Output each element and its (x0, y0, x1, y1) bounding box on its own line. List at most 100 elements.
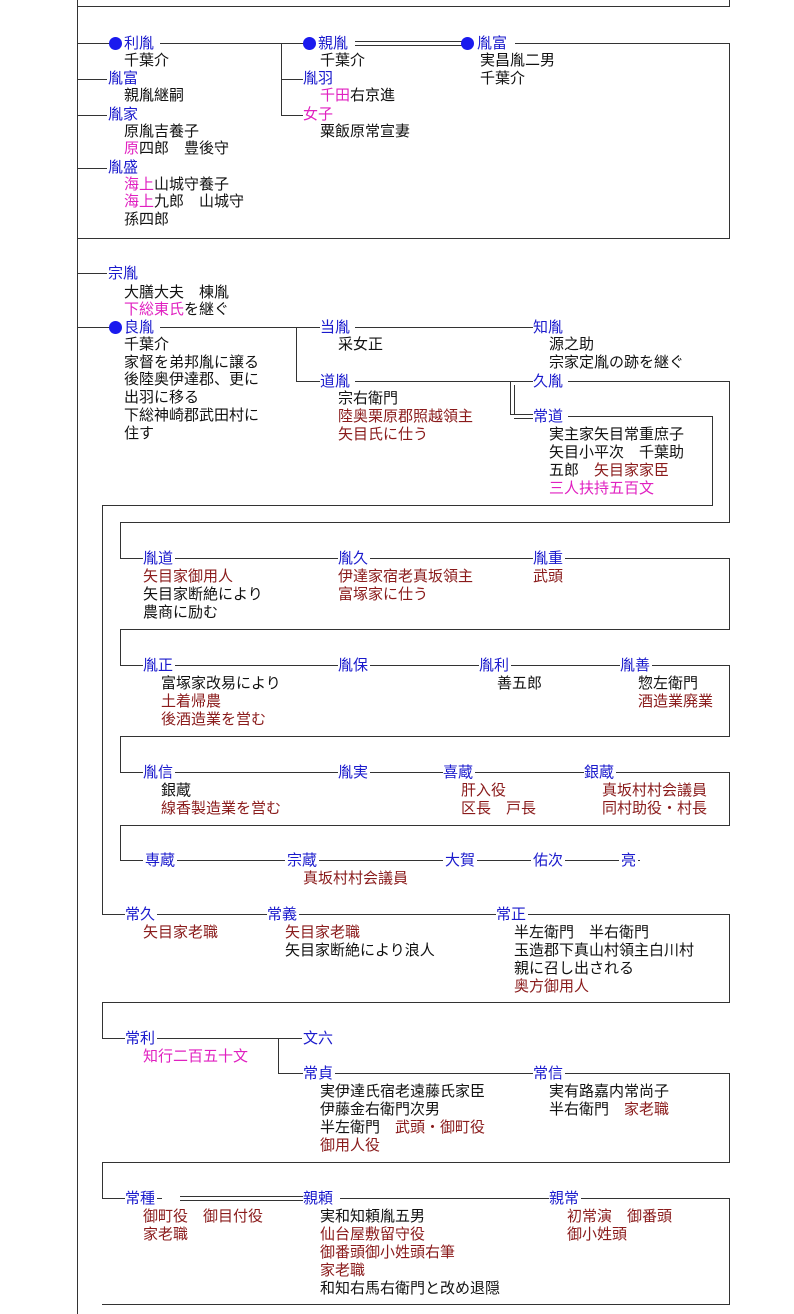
person-name: 宗胤 (108, 264, 141, 283)
person-name: 久胤 (533, 372, 566, 391)
person-note: 線香製造業を営む (161, 799, 282, 817)
person-name: 胤道 (143, 549, 176, 568)
connector-line (77, 79, 107, 80)
person-note: 後酒造業を営む (161, 710, 267, 728)
connector-line (568, 416, 713, 417)
person-note: 采女正 (338, 335, 384, 353)
person-name: 宗蔵 (285, 851, 320, 870)
person-note: 宗家定胤の跡を継ぐ (549, 353, 685, 371)
person-name: 佑次 (531, 851, 566, 870)
main-line-dot (303, 37, 316, 50)
connector-line (729, 772, 730, 826)
person-note: 御町役 御目付役 (143, 1207, 264, 1225)
connector-line (296, 381, 320, 382)
person-note: 初常演 御番頭 (567, 1207, 673, 1225)
person-name: 常利 (125, 1029, 158, 1048)
person-note: 矢目家断絶により浪人 (285, 941, 435, 959)
person-note: 原胤吉養子 (124, 122, 200, 140)
person-name: 喜蔵 (443, 763, 476, 782)
connector-line (355, 45, 462, 46)
person-note: 千葉介 (124, 335, 170, 353)
person-note: 矢目家老職 (285, 923, 361, 941)
person-note: 富塚家改易により (161, 674, 281, 692)
connector-line (180, 1196, 305, 1197)
person-note: 実昌胤二男 (480, 51, 556, 69)
person-note: 海上山城守養子 (124, 175, 230, 193)
person-name: 胤家 (108, 105, 141, 124)
person-name: 常種 (125, 1189, 158, 1208)
person-note: 千葉介 (320, 51, 366, 69)
main-line-dot (461, 37, 474, 50)
connector-line (510, 381, 511, 415)
connector-line (77, 115, 107, 116)
person-note: 親胤継嗣 (124, 86, 185, 104)
person-name: 女子 (303, 105, 336, 124)
person-note: 矢目家御用人 (143, 567, 234, 585)
connector-line (77, 273, 107, 274)
connector-line (77, 0, 78, 1314)
person-note: 玉造郡下真山村領主白川村 (514, 941, 695, 959)
connector-line (120, 665, 730, 666)
connector-line (120, 736, 730, 737)
connector-line (281, 79, 303, 80)
person-note: 御用人役 (320, 1136, 381, 1154)
person-note: 土着帰農 (161, 692, 222, 710)
person-note: 宗右衛門 (338, 389, 399, 407)
person-name: 銀蔵 (584, 763, 617, 782)
person-note: 真坂村村会議員 (303, 869, 409, 887)
connector-line (102, 1162, 103, 1199)
person-note: 海上九郎 山城守 (124, 192, 245, 210)
person-note: 奥方御用人 (514, 977, 590, 995)
person-name: 知胤 (533, 318, 566, 337)
person-note: 実伊達氏宿老遠藤氏家臣 (320, 1082, 486, 1100)
person-name: 胤盛 (108, 158, 141, 177)
person-note: 真坂村村会議員 (602, 781, 708, 799)
person-note: 矢目家老職 (143, 923, 219, 941)
connector-line (278, 1038, 279, 1074)
connector-line (510, 414, 533, 415)
connector-line (102, 505, 713, 506)
person-name: 専蔵 (143, 851, 178, 870)
connector-line (77, 6, 730, 7)
person-note: 矢目家断絶により (143, 585, 263, 603)
connector-line (729, 558, 730, 630)
person-name: 胤重 (533, 549, 566, 568)
person-name: 大賀 (443, 851, 478, 870)
connector-line (180, 1200, 305, 1201)
person-name: 胤保 (338, 656, 371, 675)
person-name: 常道 (533, 407, 566, 426)
person-name: 利胤 (124, 34, 157, 53)
connector-line (102, 1002, 730, 1003)
connector-line (514, 385, 515, 415)
connector-line (729, 914, 730, 1003)
person-note: 親に召し出される (514, 959, 635, 977)
connector-line (729, 0, 730, 7)
connector-line (102, 505, 103, 915)
person-name: 良胤 (124, 318, 157, 337)
person-note: 和知右馬右衛門と改め退隠 (320, 1279, 501, 1297)
person-name: 常信 (533, 1064, 566, 1083)
person-note: 伊藤金右衛門次男 (320, 1100, 441, 1118)
person-name: 親胤 (318, 34, 351, 53)
person-note: 善五郎 (497, 674, 543, 692)
person-name: 胤正 (143, 656, 176, 675)
connector-line (102, 914, 730, 915)
person-note: 大膳大夫 棟胤 (124, 283, 230, 301)
connector-line (278, 1073, 730, 1074)
person-note: 実主家矢目常重庶子 (549, 425, 685, 443)
person-note: 農商に励む (143, 603, 219, 621)
person-note: 富塚家に仕う (338, 585, 429, 603)
person-note: 武頭 (533, 567, 564, 585)
person-note: 千葉介 (480, 69, 526, 87)
person-note: 仙台屋敷留守役 (320, 1225, 426, 1243)
connector-line (120, 629, 730, 630)
person-note: 陸奥栗原郡照越領主 (338, 407, 474, 425)
person-name: 親頼 (303, 1189, 336, 1208)
person-name: 常正 (496, 905, 529, 924)
person-note: 三人扶持五百文 (549, 479, 655, 497)
person-note: 区長 戸長 (461, 799, 537, 817)
person-name: 文六 (303, 1029, 336, 1048)
person-note: 実和知頼胤五男 (320, 1207, 426, 1225)
connector-line (120, 736, 121, 773)
